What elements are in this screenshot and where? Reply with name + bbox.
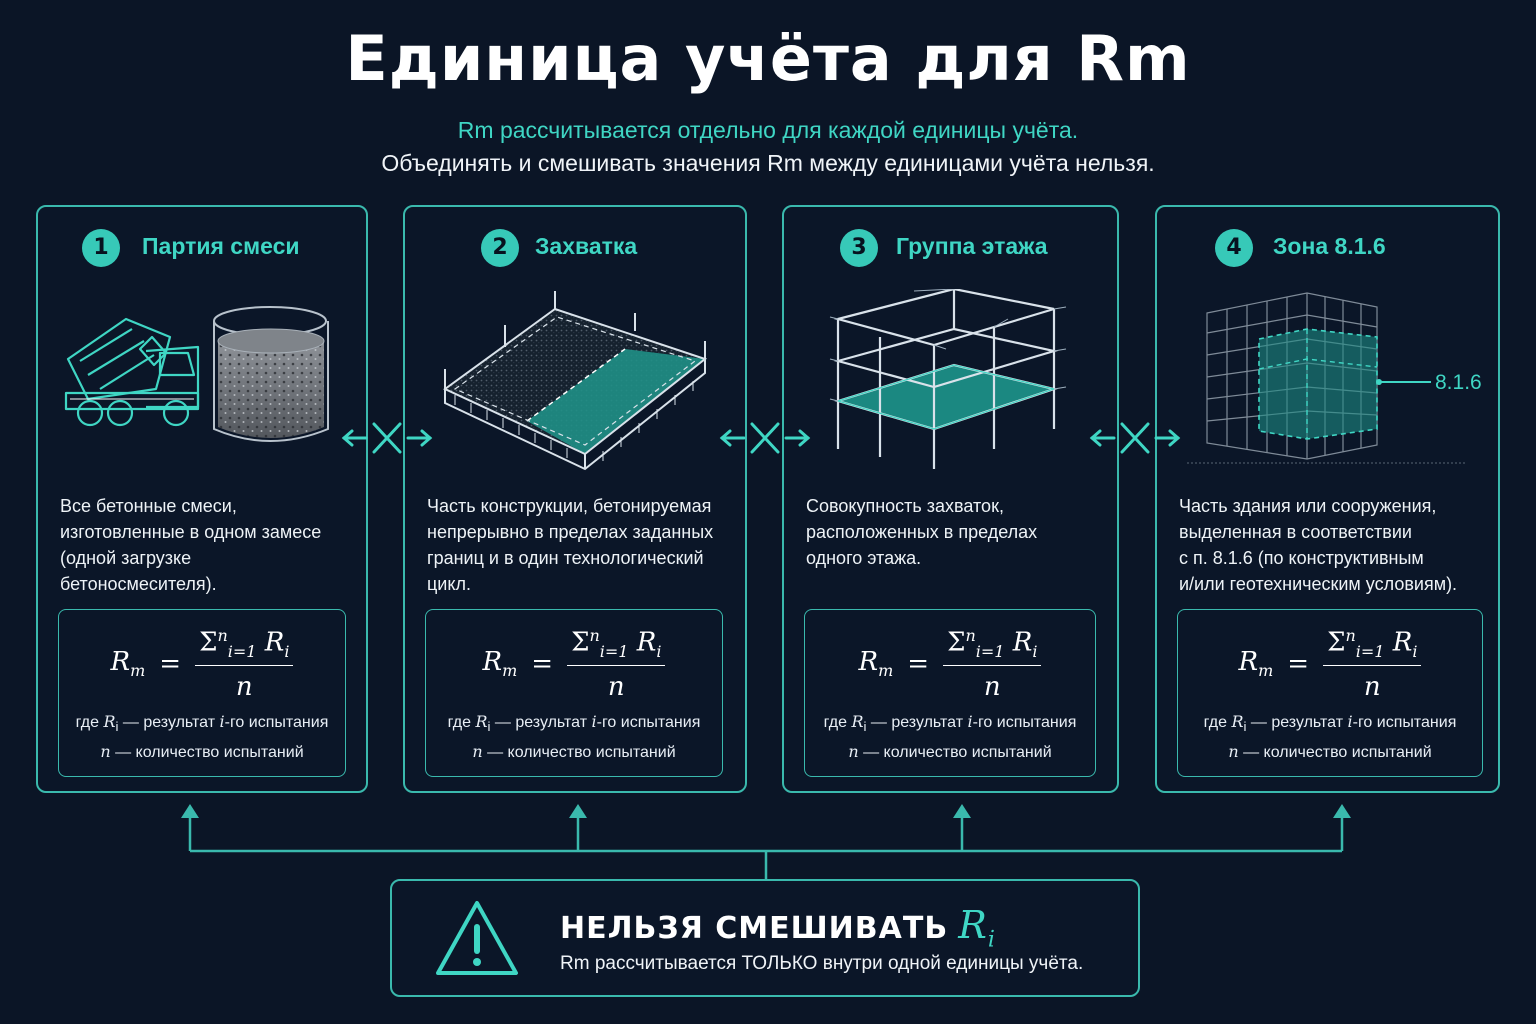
warning-text: Rm рассчитывается ТОЛЬКО внутри одной ед… (560, 953, 1084, 974)
subtitle-accent: Rm рассчитывается отдельно для каждой ед… (457, 117, 1079, 143)
formula-legend-n: n — количество испытаний (1228, 742, 1432, 761)
no-mixing-x-icon (1089, 422, 1181, 454)
card-floor-group: 3 Группа этажа Совокупность захваток, ра… (782, 205, 1119, 793)
card-number: 4 (1215, 229, 1253, 267)
no-mixing-x-icon (719, 422, 811, 454)
building-zone-icon: 8.1.6 (1187, 292, 1482, 464)
formula-rm: Rm = Σni=1 Ri n (426, 624, 722, 704)
formula-legend-ri: где Ri — результат i-го испытания (1203, 712, 1457, 735)
formula-legend-ri: где Ri — результат i-го испытания (823, 712, 1077, 735)
card-description: Совокупность захваток, расположенных в п… (806, 496, 1038, 568)
formula-rm: Rm = Σni=1 Ri n (805, 624, 1095, 704)
formula-rm: Rm = Σni=1 Ri n (1178, 624, 1482, 704)
subtitle: Объединять и смешивать значения Rm между… (381, 150, 1155, 176)
floor-frame-icon (829, 289, 1067, 469)
page-title: Единица учёта для Rm (345, 22, 1191, 95)
zone-label: 8.1.6 (1435, 371, 1482, 394)
formula-legend-ri: где Ri — результат i-го испытания (447, 712, 701, 735)
formula-legend-n: n — количество испытаний (848, 742, 1052, 761)
card-number: 1 (82, 229, 120, 267)
card-capture-section: 2 Захватка Часть конструкции, бетонир (403, 205, 747, 793)
card-description: Все бетонные смеси, изготовленные в одно… (60, 496, 322, 594)
slab-section-icon (443, 291, 708, 471)
warning-triangle-icon (436, 901, 518, 975)
card-title: Группа этажа (896, 233, 1048, 259)
formula-box: Rm = Σni=1 Ri n где Ri — результат i-го … (58, 609, 346, 777)
card-mix-batch: 1 Партия смеси (36, 205, 368, 793)
card-title: Партия смеси (142, 233, 300, 259)
formula-rm: Rm = Σni=1 Ri n (59, 624, 345, 704)
card-description: Часть конструкции, бетонируемая непрерыв… (427, 496, 714, 594)
card-title: Захватка (535, 233, 638, 259)
mixer-truck-and-concrete-icon (64, 306, 329, 442)
card-description: Часть здания или сооружения, выделенная … (1179, 496, 1458, 594)
card-zone: 4 Зона 8.1.6 8.1.6 Часть здания или соор… (1155, 205, 1500, 793)
formula-box: Rm = Σni=1 Ri n где Ri — результат i-го … (1177, 609, 1483, 777)
formula-box: Rm = Σni=1 Ri n где Ri — результат i-го … (804, 609, 1096, 777)
formula-legend-ri: где Ri — результат i-го испытания (75, 712, 329, 735)
formula-legend-n: n — количество испытаний (100, 742, 304, 761)
formula-box: Rm = Σni=1 Ri n где Ri — результат i-го … (425, 609, 723, 777)
formula-legend-n: n — количество испытаний (472, 742, 676, 761)
card-number: 3 (840, 229, 878, 267)
card-title: Зона 8.1.6 (1273, 233, 1386, 259)
card-number: 2 (481, 229, 519, 267)
no-mixing-x-icon (341, 422, 433, 454)
